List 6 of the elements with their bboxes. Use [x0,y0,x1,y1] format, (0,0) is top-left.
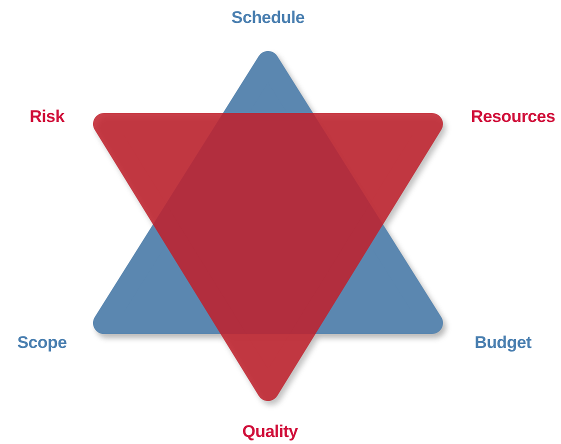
vertex-label: Scope [17,333,67,353]
vertex-label: Schedule [231,8,305,28]
vertex-label: Risk [30,107,64,127]
vertex-label: Quality [242,422,298,442]
vertex-label: Resources [470,107,556,127]
vertex-label: Budget [474,333,532,353]
